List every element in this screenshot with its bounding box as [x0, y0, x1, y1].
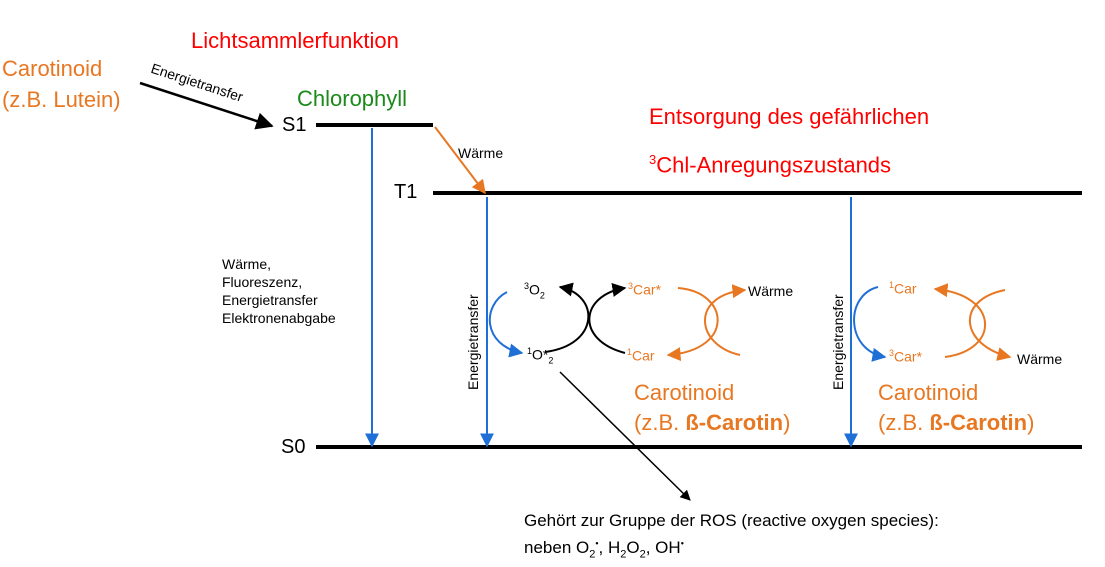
carotinoid-lutein-line2: (z.B. Lutein): [2, 87, 121, 112]
cycle2-singlet-car-label: 1Car: [889, 280, 917, 297]
cycle1-waerme-label: Wärme: [748, 283, 794, 299]
cycle2-blue-arc: [853, 286, 887, 362]
cycle2-carotinoid-line2: (z.B. ß-Carotin): [878, 410, 1035, 435]
carotinoid-lutein-line1: Carotinoid: [2, 56, 103, 81]
cycle1-triplet-car-label: 3Car*: [628, 281, 662, 298]
cycle1-carotinoid-line2: (z.B. ß-Carotin): [634, 410, 791, 435]
cycle1-orange-arc-left: [666, 287, 719, 362]
title-entsorgung-line1: Entsorgung des gefährlichen: [649, 104, 930, 129]
cycle1-carotinoid-line1: Carotinoid: [634, 380, 735, 405]
cycle2-triplet-car-label: 3Car*: [889, 348, 923, 365]
ros-note-line2: neben O2•, H2O2, OH•: [524, 538, 684, 561]
s1-label: S1: [282, 114, 307, 136]
cycle1-singlet-car-label: 1Car: [627, 347, 655, 364]
cycle2-waerme-label: Wärme: [1017, 351, 1063, 367]
cycle1-blue-arc: [488, 291, 524, 358]
cycle2-carotinoid-line1: Carotinoid: [878, 380, 979, 405]
isc-arrow: [434, 126, 486, 195]
waerme-isc-label: Wärme: [458, 145, 504, 161]
cycle1-black-arc-left: [544, 282, 590, 353]
s1-decay-label: Wärme, Fluoreszenz, Energietransfer Elek…: [222, 256, 336, 326]
cycle1-orange-arc-right: [704, 284, 747, 356]
singlet-oxygen-label: 1O*2: [527, 346, 554, 366]
energietransfer-vertical-1: Energietransfer: [465, 294, 481, 390]
t1-label: T1: [394, 181, 418, 203]
lutein-transfer-arrow: [139, 81, 274, 130]
energietransfer-vertical-2: Energietransfer: [830, 294, 846, 390]
triplet-oxygen-label: 3O2: [524, 281, 545, 301]
cycle2-orange-arc-right: [968, 289, 1012, 361]
title-entsorgung-line2: 3Chl-Anregungszustands: [649, 152, 892, 178]
ros-pointer-arrow: [559, 371, 691, 501]
title-lichtsammler: Lichtsammlerfunktion: [191, 28, 399, 53]
cycle1-black-arc-right: [588, 283, 627, 354]
ros-note-line1: Gehört zur Gruppe der ROS (reactive oxyg…: [524, 511, 939, 530]
cycle2-orange-arc-left: [933, 283, 986, 358]
chlorophyll-label: Chlorophyll: [297, 86, 408, 111]
s0-label: S0: [281, 436, 306, 458]
